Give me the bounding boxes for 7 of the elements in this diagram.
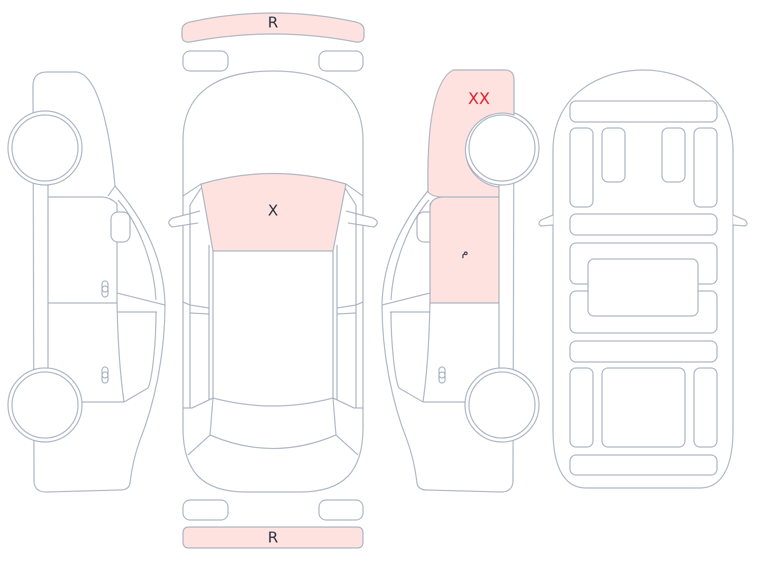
- damage-code: R: [268, 530, 278, 546]
- damage-code: X: [268, 204, 278, 218]
- damage-code: م: [462, 246, 468, 258]
- damage-code: XX: [468, 91, 490, 107]
- bumper-panel: [180, 524, 366, 551]
- damage-code: R: [268, 16, 278, 30]
- door-panel: [428, 195, 501, 305]
